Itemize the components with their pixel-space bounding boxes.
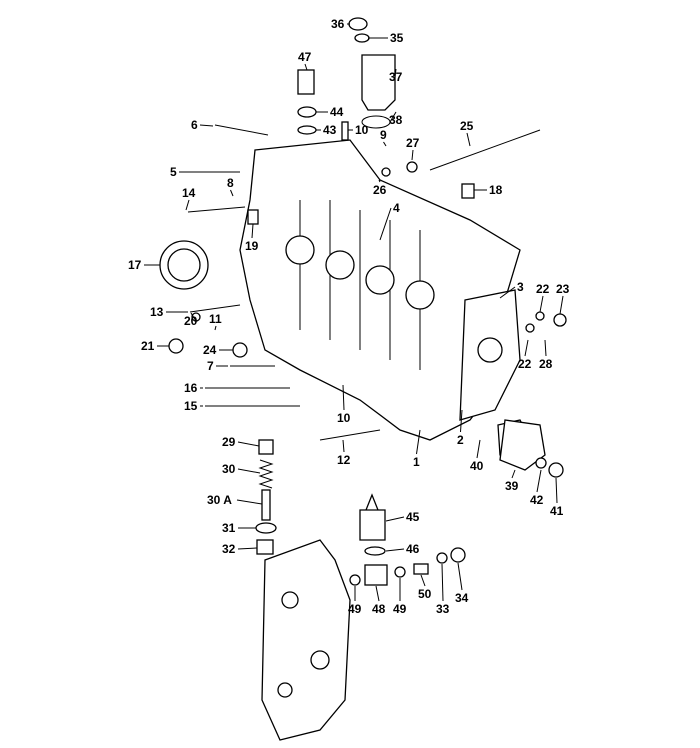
callout-4: 4 xyxy=(393,201,400,215)
callout-48: 48 xyxy=(372,602,386,616)
callout-17: 17 xyxy=(128,258,142,272)
crankcase-lower-half xyxy=(261,539,351,741)
callout-14: 14 xyxy=(182,186,196,200)
parts xyxy=(159,17,567,586)
callout-18: 18 xyxy=(489,183,503,197)
leader-line-20 xyxy=(190,312,197,322)
callout-12: 12 xyxy=(337,453,351,467)
leader-line-23 xyxy=(559,295,564,315)
leader-line-29 xyxy=(237,441,260,447)
callout-38: 38 xyxy=(389,113,403,127)
leader-line-12 xyxy=(342,439,345,453)
leader-line-45 xyxy=(385,516,405,522)
callout-30: 30 xyxy=(222,462,236,476)
leader-line-47 xyxy=(304,63,308,71)
callout-41: 41 xyxy=(550,504,564,518)
leader-line-46 xyxy=(385,548,405,552)
callout-31: 31 xyxy=(222,521,236,535)
callout-46: 46 xyxy=(406,542,420,556)
leader-line-39 xyxy=(511,469,516,479)
callout-7: 7 xyxy=(207,359,214,373)
callout-49a: 49 xyxy=(348,602,362,616)
leader-line-4 xyxy=(379,207,392,241)
callout-40: 40 xyxy=(470,459,484,473)
leader-line-41 xyxy=(555,477,558,504)
callout-33: 33 xyxy=(436,602,450,616)
leader-line-3 xyxy=(499,286,516,299)
leader-line-38 xyxy=(389,111,397,123)
leader-line-34 xyxy=(457,562,463,591)
leader-line-37 xyxy=(394,68,397,78)
callout-42: 42 xyxy=(530,493,544,507)
leader-line-19 xyxy=(251,223,254,239)
callout-44: 44 xyxy=(330,105,344,119)
leader-line-42 xyxy=(536,469,542,493)
callout-32: 32 xyxy=(222,542,236,556)
callout-8: 8 xyxy=(227,176,234,190)
callout-13: 13 xyxy=(150,305,164,319)
callout-37: 37 xyxy=(389,70,403,84)
leader-line-22b xyxy=(524,339,529,357)
leader-line-22a xyxy=(539,295,544,313)
callout-3: 3 xyxy=(517,280,524,294)
callout-39: 39 xyxy=(505,479,519,493)
callout-24: 24 xyxy=(203,343,217,357)
leader-line-28 xyxy=(544,339,547,357)
callout-34: 34 xyxy=(455,591,469,605)
leader-line-27 xyxy=(411,149,414,161)
crankcase-main xyxy=(239,139,521,441)
leader-line-14 xyxy=(185,199,190,211)
leader-line-32 xyxy=(237,547,258,550)
callout-16: 16 xyxy=(184,381,198,395)
callout-15: 15 xyxy=(184,399,198,413)
leader-line-10b xyxy=(342,384,345,411)
leader-line-50 xyxy=(420,574,426,587)
callout-9: 9 xyxy=(380,128,387,142)
callout-22a: 22 xyxy=(536,282,550,296)
leader-line-1 xyxy=(416,429,421,455)
callout-45: 45 xyxy=(406,510,420,524)
oil-filter-37 xyxy=(361,54,396,111)
callout-5: 5 xyxy=(170,165,177,179)
callout-49b: 49 xyxy=(393,602,407,616)
callout-35: 35 xyxy=(390,31,404,45)
leader-line-26 xyxy=(378,179,381,183)
callout-30A: 30 A xyxy=(207,493,232,507)
callout-2: 2 xyxy=(457,433,464,447)
leader-line-33 xyxy=(441,563,444,602)
leader-line-6 xyxy=(199,124,214,127)
callout-47: 47 xyxy=(298,50,312,64)
leader-line-30A xyxy=(236,499,263,505)
callout-27: 27 xyxy=(406,136,420,150)
callout-19: 19 xyxy=(245,239,259,253)
callout-1: 1 xyxy=(413,455,420,469)
callout-20: 20 xyxy=(184,314,198,328)
callout-10b: 10 xyxy=(337,411,351,425)
callout-22b: 22 xyxy=(518,357,532,371)
leader-line-30 xyxy=(237,468,261,474)
leader-line-25 xyxy=(466,132,471,147)
leader-line-8 xyxy=(230,189,234,197)
callout-10a: 10 xyxy=(355,123,369,137)
callout-21: 21 xyxy=(141,339,155,353)
leader-line-2 xyxy=(460,409,463,433)
callout-25: 25 xyxy=(460,119,474,133)
leader-line-48 xyxy=(375,585,380,602)
leader-line-9 xyxy=(383,141,387,147)
callout-28: 28 xyxy=(539,357,553,371)
callout-43: 43 xyxy=(323,123,337,137)
leader-lines xyxy=(144,23,564,602)
leader-line-11 xyxy=(214,325,217,331)
leader-line-40 xyxy=(476,439,481,459)
callout-11: 11 xyxy=(209,312,222,326)
callout-36: 36 xyxy=(331,17,345,31)
callout-23: 23 xyxy=(556,282,570,296)
callout-6: 6 xyxy=(191,118,198,132)
callout-26: 26 xyxy=(373,183,387,197)
callout-29: 29 xyxy=(222,435,236,449)
callout-50: 50 xyxy=(418,587,432,601)
